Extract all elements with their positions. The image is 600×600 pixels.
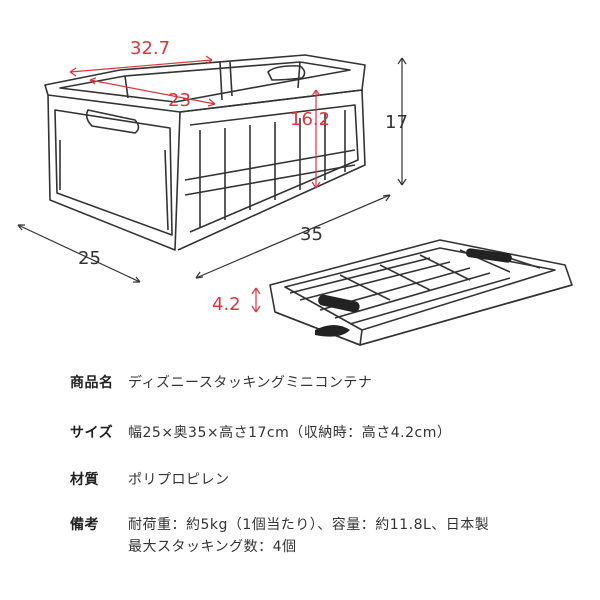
outer-height-label: 17 <box>385 112 408 133</box>
spec-row-notes: 備考 耐荷重：約5kg（1個当たり）、容量：約11.8L、日本製 最大スタッキン… <box>70 514 489 558</box>
outer-width-label: 25 <box>78 248 101 269</box>
inner-width-label: 23 <box>168 90 191 111</box>
spec-label: サイズ <box>70 425 114 441</box>
folded-container-illustration <box>269 239 573 346</box>
outer-length-label: 35 <box>300 224 323 245</box>
spec-label: 備考 <box>70 517 99 533</box>
spec-value: 耐荷重：約5kg（1個当たり）、容量：約11.8L、日本製 最大スタッキング数：… <box>128 514 489 558</box>
inner-length-label: 32.7 <box>130 38 170 59</box>
spec-value: ポリプロピレン <box>128 472 230 488</box>
spec-row-size: サイズ 幅25×奥35×高さ17cm（収納時：高さ4.2cm） <box>70 422 451 444</box>
inner-width-arrow <box>89 79 216 105</box>
spec-row-name: 商品名 ディズニースタッキングミニコンテナ <box>70 372 372 394</box>
spec-value: 幅25×奥35×高さ17cm（収納時：高さ4.2cm） <box>128 425 452 441</box>
spec-note-line-1: 耐荷重：約5kg（1個当たり）、容量：約11.8L、日本製 <box>128 517 490 533</box>
inner-height-label: 16.2 <box>290 109 330 130</box>
spec-row-material: 材質 ポリプロピレン <box>70 469 230 491</box>
folded-height-label: 4.2 <box>212 294 241 315</box>
spec-label: 商品名 <box>70 375 114 391</box>
container-diagram: 32.7 23 16.2 17 35 25 4.2 <box>17 38 573 346</box>
spec-label: 材質 <box>70 472 99 488</box>
outer-width-arrow <box>17 224 141 283</box>
spec-value: ディズニースタッキングミニコンテナ <box>128 375 373 391</box>
outer-length-arrow <box>195 194 391 279</box>
inner-length-arrow <box>69 59 213 73</box>
open-container-illustration <box>44 54 366 251</box>
spec-note-line-2: 最大スタッキング数：4個 <box>128 539 297 555</box>
